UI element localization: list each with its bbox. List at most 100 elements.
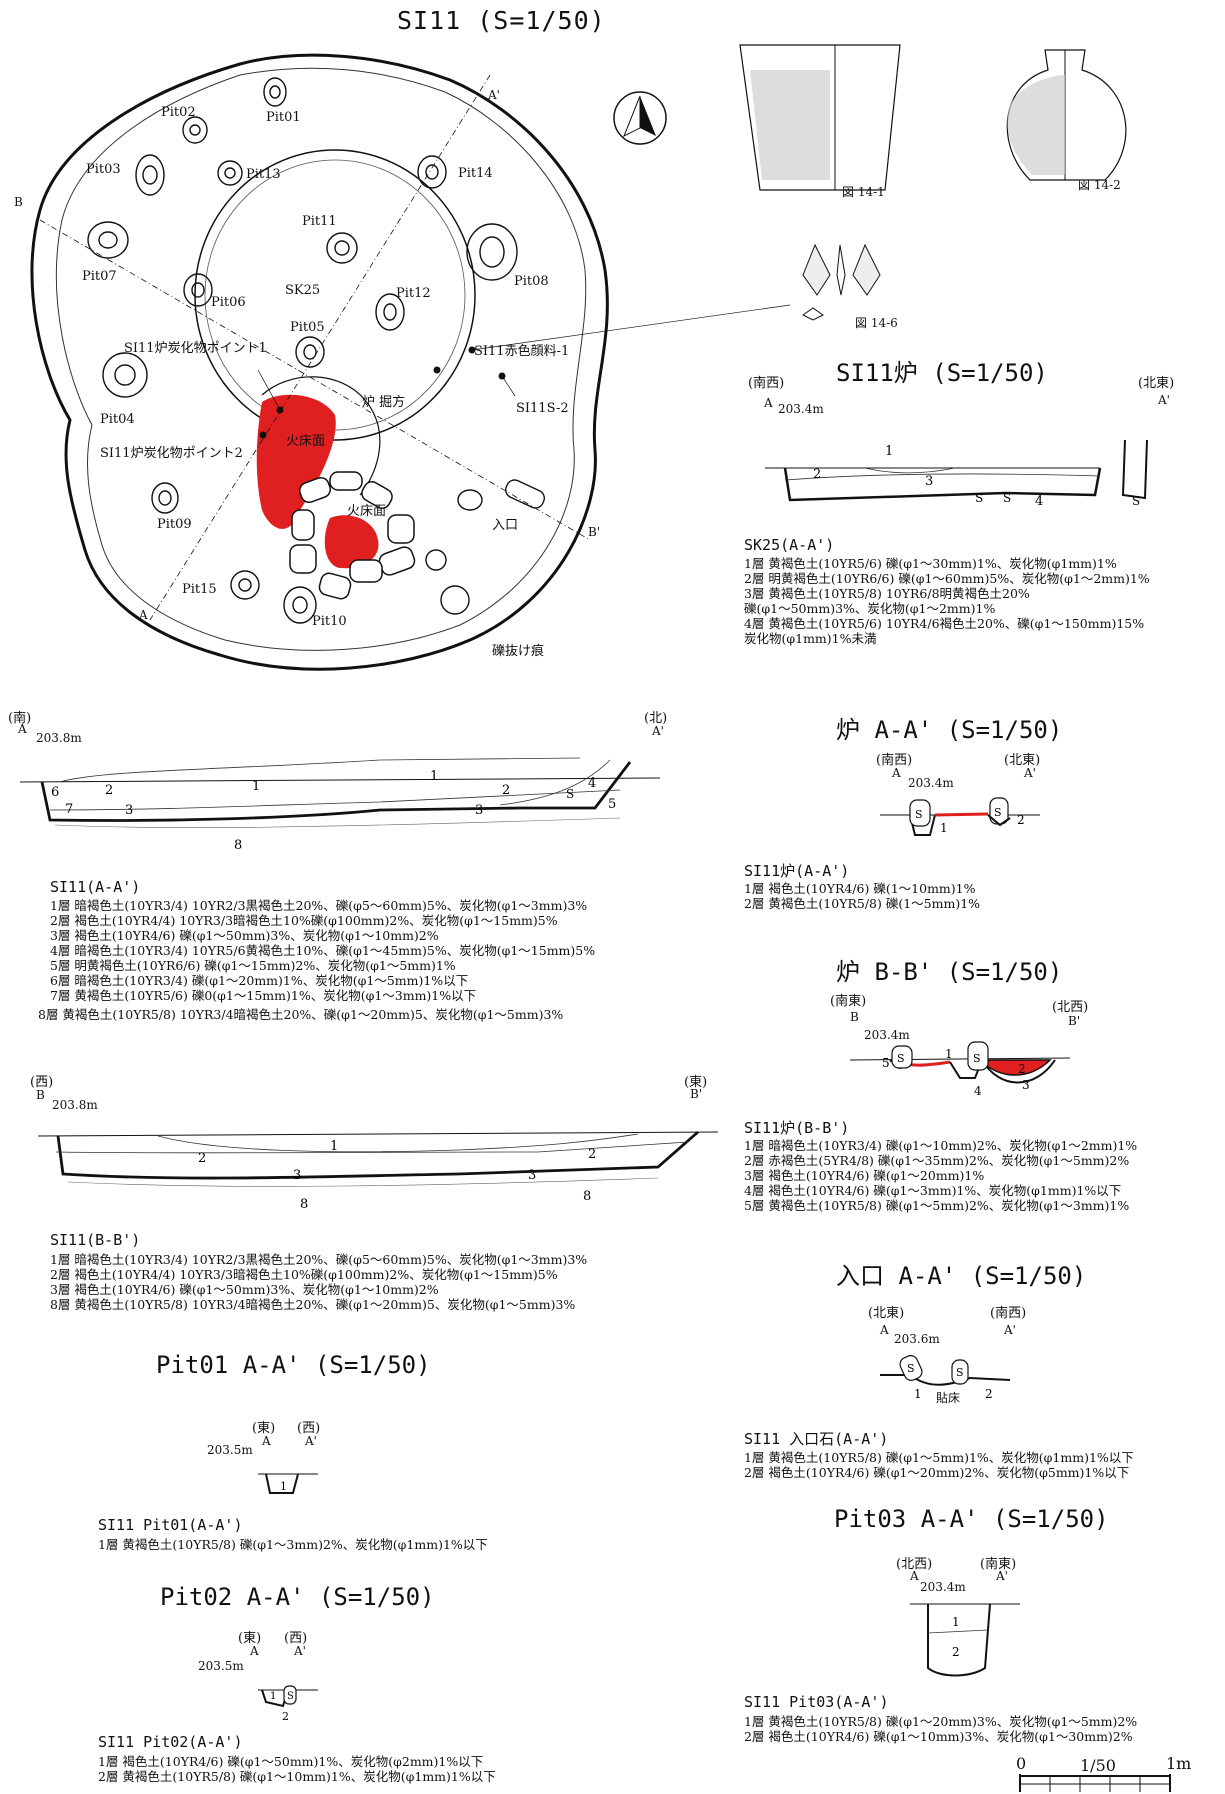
pottery-figure-1 <box>739 44 901 191</box>
stone-tool-figure <box>802 243 881 321</box>
pit-label: Pit02 <box>161 105 196 120</box>
stone-trace-label: 礫抜け痕 <box>492 644 545 659</box>
layer-label: 8 <box>300 1197 308 1212</box>
note-line: 2層 赤褐色土(5YR4/8) 礫(φ1〜35mm)2%、炭化物(φ1〜5mm)… <box>744 1153 1130 1168</box>
direction-label: (北西) <box>896 1557 933 1572</box>
sk25-section-drawing: 1 2 3 4 S S S <box>765 439 1148 509</box>
section-mark: A' <box>996 1569 1008 1583</box>
direction-label: (西) <box>284 1631 308 1646</box>
pit02-title: Pit02 A-A' (S=1/50) <box>160 1583 435 1611</box>
svg-text:S: S <box>956 1366 964 1379</box>
fire-floor-area-1 <box>256 394 336 529</box>
si11-section-aa-drawing: 1 1 2 2 3 3 4 5 6 7 8 S <box>19 757 661 853</box>
pit03-title: Pit03 A-A' (S=1/50) <box>834 1505 1109 1533</box>
layer-label: 4 <box>588 776 596 791</box>
hearth-bb-title: 炉 B-B' (S=1/50) <box>836 958 1063 986</box>
red-pigment-label: SI11赤色顔料-1 <box>474 344 570 359</box>
scale-bar <box>1019 1774 1171 1792</box>
note-line: 2層 黄褐色土(10YR5/8) 礫(1〜5mm)1% <box>744 896 981 911</box>
hearth-bb-notes: 1層 暗褐色土(10YR3/4) 礫(φ1〜10mm)2%、炭化物(φ1〜2mm… <box>744 1138 1137 1213</box>
pit03-notes-title: SI11 Pit03(A-A') <box>744 1693 889 1711</box>
pit01-section-drawing: 1 <box>258 1473 318 1494</box>
scale-ratio: 1/50 <box>1080 1756 1116 1775</box>
pit-label: Pit01 <box>266 110 301 125</box>
outer-boundary <box>30 53 609 671</box>
direction-label: (南東) <box>980 1557 1017 1572</box>
section-mark: B' <box>1068 1014 1081 1028</box>
charcoal-point-2-label: SI11炉炭化物ポイント2 <box>100 446 243 461</box>
pit-label: Pit12 <box>396 286 431 301</box>
svg-text:S: S <box>1003 491 1011 505</box>
note-line: 2層 褐色土(10YR4/6) 礫(φ1〜10mm)3%、炭化物(φ1〜30mm… <box>744 1729 1133 1744</box>
pit-label: Pit09 <box>157 517 192 532</box>
elevation-label: 203.4m <box>920 1580 966 1594</box>
svg-text:1: 1 <box>940 821 948 835</box>
note-line: 2層 黄褐色土(10YR5/8) 礫(φ1〜10mm)1%、炭化物(φ1mm)1… <box>98 1769 496 1784</box>
section-mark: B' <box>588 525 601 539</box>
note-line: 1層 暗褐色土(10YR3/4) 10YR2/3黒褐色土20%、礫(φ5〜60m… <box>50 898 588 913</box>
direction-label: (東) <box>252 1421 276 1436</box>
pit-label: Pit06 <box>211 295 246 310</box>
scale-zero: 0 <box>1016 1754 1027 1773</box>
layer-label: 3 <box>125 803 133 818</box>
pit03-notes: 1層 黄褐色土(10YR5/8) 礫(φ1〜20mm)3%、炭化物(φ1〜5mm… <box>744 1714 1137 1744</box>
note-line: 1層 黄褐色土(10YR5/8) 礫(φ1〜20mm)3%、炭化物(φ1〜5mm… <box>744 1714 1138 1729</box>
figure-caption: 図 14-2 <box>1078 178 1121 192</box>
section-mark: B <box>14 195 23 209</box>
north-arrow-icon <box>613 91 667 145</box>
pit-label: Pit14 <box>458 166 493 181</box>
direction-label: (南東) <box>830 994 867 1009</box>
section-mark: A' <box>1024 766 1036 780</box>
pit01-notes: 1層 黄褐色土(10YR5/8) 礫(φ1〜3mm)2%、炭化物(φ1mm)1%… <box>98 1537 488 1552</box>
layer-label: 3 <box>293 1168 301 1183</box>
fire-floor-label: 火床面 <box>286 434 326 449</box>
svg-text:4: 4 <box>974 1084 982 1098</box>
elevation-label: 203.8m <box>52 1098 98 1112</box>
section-mark: A <box>910 1569 919 1583</box>
layer-label: 1 <box>430 769 438 784</box>
svg-text:1: 1 <box>885 444 893 459</box>
svg-text:S: S <box>915 808 923 821</box>
note-line: 8層 黄褐色土(10YR5/8) 10YR3/4暗褐色土20%、礫(φ1〜20m… <box>38 1007 564 1022</box>
pit-label: Pit13 <box>246 167 281 182</box>
layer-label: 7 <box>65 802 73 817</box>
elevation-label: 203.8m <box>36 731 82 745</box>
si11-plan-drawing <box>30 53 791 671</box>
page-title: SI11 (S=1/50) <box>397 6 606 35</box>
note-line: 1層 褐色土(10YR4/6) 礫(φ1〜50mm)1%、炭化物(φ2mm)1%… <box>98 1754 484 1769</box>
note-line: 3層 黄褐色土(10YR5/8) 10YR6/8明黄褐色土20% <box>744 586 1030 601</box>
note-line: 7層 黄褐色土(10YR5/6) 礫0(φ1〜15mm)1%、炭化物(φ1〜3m… <box>50 988 477 1003</box>
pit-label: Pit11 <box>302 214 337 229</box>
note-line: 2層 褐色土(10YR4/4) 10YR3/3暗褐色土10%礫(φ100mm)2… <box>50 1267 558 1282</box>
section-mark: A <box>18 722 27 736</box>
svg-text:2: 2 <box>282 1710 289 1723</box>
svg-text:S: S <box>973 1052 981 1065</box>
entrance-aa-title: 入口 A-A' (S=1/50) <box>836 1262 1087 1290</box>
layer-label: 3 <box>475 803 483 818</box>
fire-floor-label: 火床面 <box>347 504 387 519</box>
direction-label: (北東) <box>868 1306 905 1321</box>
hearth-dug-label: 炉 掘方 <box>362 395 406 410</box>
svg-text:S: S <box>994 806 1002 819</box>
svg-text:1: 1 <box>914 1387 922 1401</box>
layer-label: 3 <box>528 1168 536 1183</box>
svg-text:3: 3 <box>925 474 933 489</box>
fire-floor-area-2 <box>324 515 379 569</box>
sk25-label: SK25 <box>285 283 321 298</box>
note-line: 2層 褐色土(10YR4/4) 10YR3/3暗褐色土10%礫(φ100mm)2… <box>50 913 558 928</box>
note-line: 5層 明黄褐色土(10YR6/6) 礫(φ1〜15mm)2%、炭化物(φ1〜5m… <box>50 958 456 973</box>
note-line: 1層 褐色土(10YR4/6) 礫(1〜10mm)1% <box>744 881 976 896</box>
layer-label: 8 <box>234 838 242 853</box>
svg-text:1: 1 <box>952 1615 960 1629</box>
hearth-aa-drawing: S S 1 2 <box>880 797 1040 836</box>
note-line: 8層 黄褐色土(10YR5/8) 10YR3/4暗褐色土20%、礫(φ1〜20m… <box>50 1297 576 1312</box>
direction-label: (北) <box>644 711 668 726</box>
svg-text:S: S <box>907 1362 915 1375</box>
si11-bb-notes-title: SI11(B-B') <box>50 1231 141 1249</box>
direction-label: (西) <box>30 1075 54 1090</box>
svg-text:S: S <box>1132 494 1140 508</box>
section-mark: A <box>892 766 901 780</box>
pit-label: Pit04 <box>100 412 135 427</box>
pit-outlines <box>87 77 545 624</box>
note-line: 5層 黄褐色土(10YR5/8) 礫(φ1〜5mm)2%、炭化物(φ1〜3mm)… <box>744 1198 1130 1213</box>
